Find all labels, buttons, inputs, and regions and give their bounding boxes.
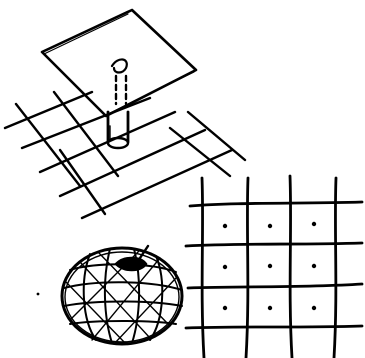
grid-cell-dot — [268, 264, 272, 268]
grid-line-vertical — [202, 178, 204, 358]
grid-cell-dot — [312, 222, 316, 226]
floor-grid-line — [188, 112, 245, 160]
meshed-sphere-panel — [62, 246, 182, 344]
floor-grid-line — [60, 150, 105, 214]
dotted-grid-lines — [186, 176, 362, 358]
grid-cell-dot — [312, 264, 316, 268]
sphere-mesh-line — [70, 321, 176, 324]
grid-cell-dots — [223, 222, 316, 310]
plane-over-grid-panel — [5, 10, 245, 218]
floor-grid-line — [5, 92, 92, 128]
grid-line-vertical — [334, 178, 336, 358]
grid-cell-dot — [223, 265, 227, 269]
dotted-grid-panel — [186, 176, 362, 358]
stray-ink-dot — [37, 293, 40, 296]
floor-grid-line — [22, 98, 150, 148]
grid-cell-dot — [223, 306, 227, 310]
floor-grid-line — [170, 128, 230, 176]
grid-cell-dot — [268, 306, 272, 310]
tilted-plane — [42, 10, 196, 116]
floor-grid — [5, 92, 245, 218]
sphere-mesh-line — [64, 282, 182, 290]
grid-cell-dot — [268, 224, 272, 228]
sphere-mesh-line — [84, 254, 96, 340]
grid-line-vertical — [290, 176, 292, 358]
floor-grid-line — [16, 104, 80, 186]
grid-cell-dot — [223, 224, 227, 228]
grid-line-vertical — [246, 178, 248, 358]
grid-cell-dot — [312, 306, 316, 310]
